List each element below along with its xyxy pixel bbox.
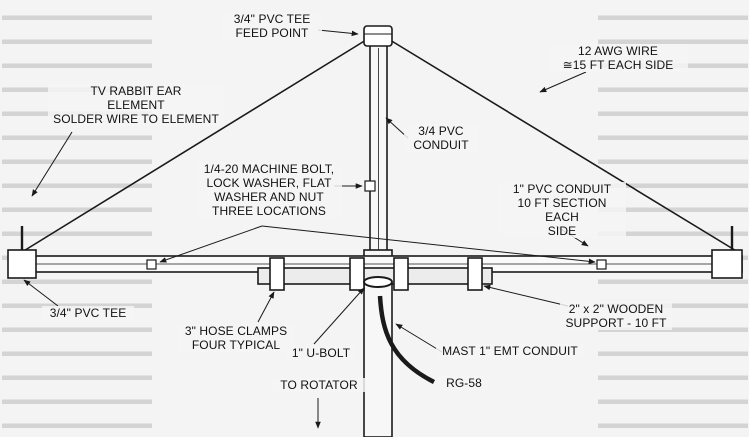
- label-wooden-support: 2" x 2" WOODEN SUPPORT - 10 FT: [560, 302, 672, 330]
- wire-right: [389, 39, 739, 253]
- arrow-wooden-support: [483, 284, 569, 307]
- label-pvc-conduit-side: 1" PVC CONDUIT 10 FT SECTION EACH SIDE: [498, 182, 626, 238]
- arrow-rabbit-ear: [31, 131, 73, 197]
- label-hose-clamps: 3" HOSE CLAMPS FOUR TYPICAL: [178, 324, 294, 352]
- wire-left: [21, 39, 367, 253]
- bolt-right: [596, 259, 607, 270]
- left-end-tee: [7, 249, 37, 279]
- label-left-tee: 3/4" PVC TEE: [42, 306, 134, 320]
- label-vertical-conduit: 3/4 PVC CONDUIT: [404, 124, 478, 152]
- arrow-bolt-right: [261, 225, 596, 265]
- label-rotator: TO ROTATOR: [272, 378, 366, 392]
- label-mast: MAST 1" EMT CONDUIT: [436, 344, 584, 358]
- hose-clamp-2: [349, 257, 365, 291]
- arrow-mast: [395, 323, 443, 353]
- arrow-wire: [539, 71, 587, 93]
- u-bolt: [363, 276, 393, 288]
- bolt-vertical: [364, 180, 376, 192]
- label-u-bolt: 1" U-BOLT: [286, 346, 356, 360]
- label-rabbit-ear: TV RABBIT EAR ELEMENT SOLDER WIRE TO ELE…: [48, 84, 224, 126]
- feed-point-tee: [363, 25, 393, 47]
- rg58-coax-cable: [377, 295, 436, 385]
- arrow-hose-clamp: [257, 291, 275, 323]
- bolt-left: [146, 259, 157, 270]
- hose-clamp-3: [393, 257, 409, 291]
- hose-clamp-1: [269, 257, 285, 291]
- arrow-left-tee: [23, 279, 59, 307]
- hose-clamp-4: [467, 257, 483, 291]
- label-coax: RG-58: [438, 376, 490, 390]
- label-machine-bolt: 1/4-20 MACHINE BOLT, LOCK WASHER, FLAT W…: [196, 162, 342, 218]
- arrow-feed-point: [317, 29, 359, 37]
- label-wire: 12 AWG WIRE ≅15 FT EACH SIDE: [548, 44, 688, 72]
- arrow-bolt-left: [159, 225, 263, 263]
- arrow-u-bolt: [313, 287, 365, 345]
- label-feed-point: 3/4" PVC TEE FEED POINT: [222, 12, 322, 40]
- right-end-tee: [711, 249, 743, 279]
